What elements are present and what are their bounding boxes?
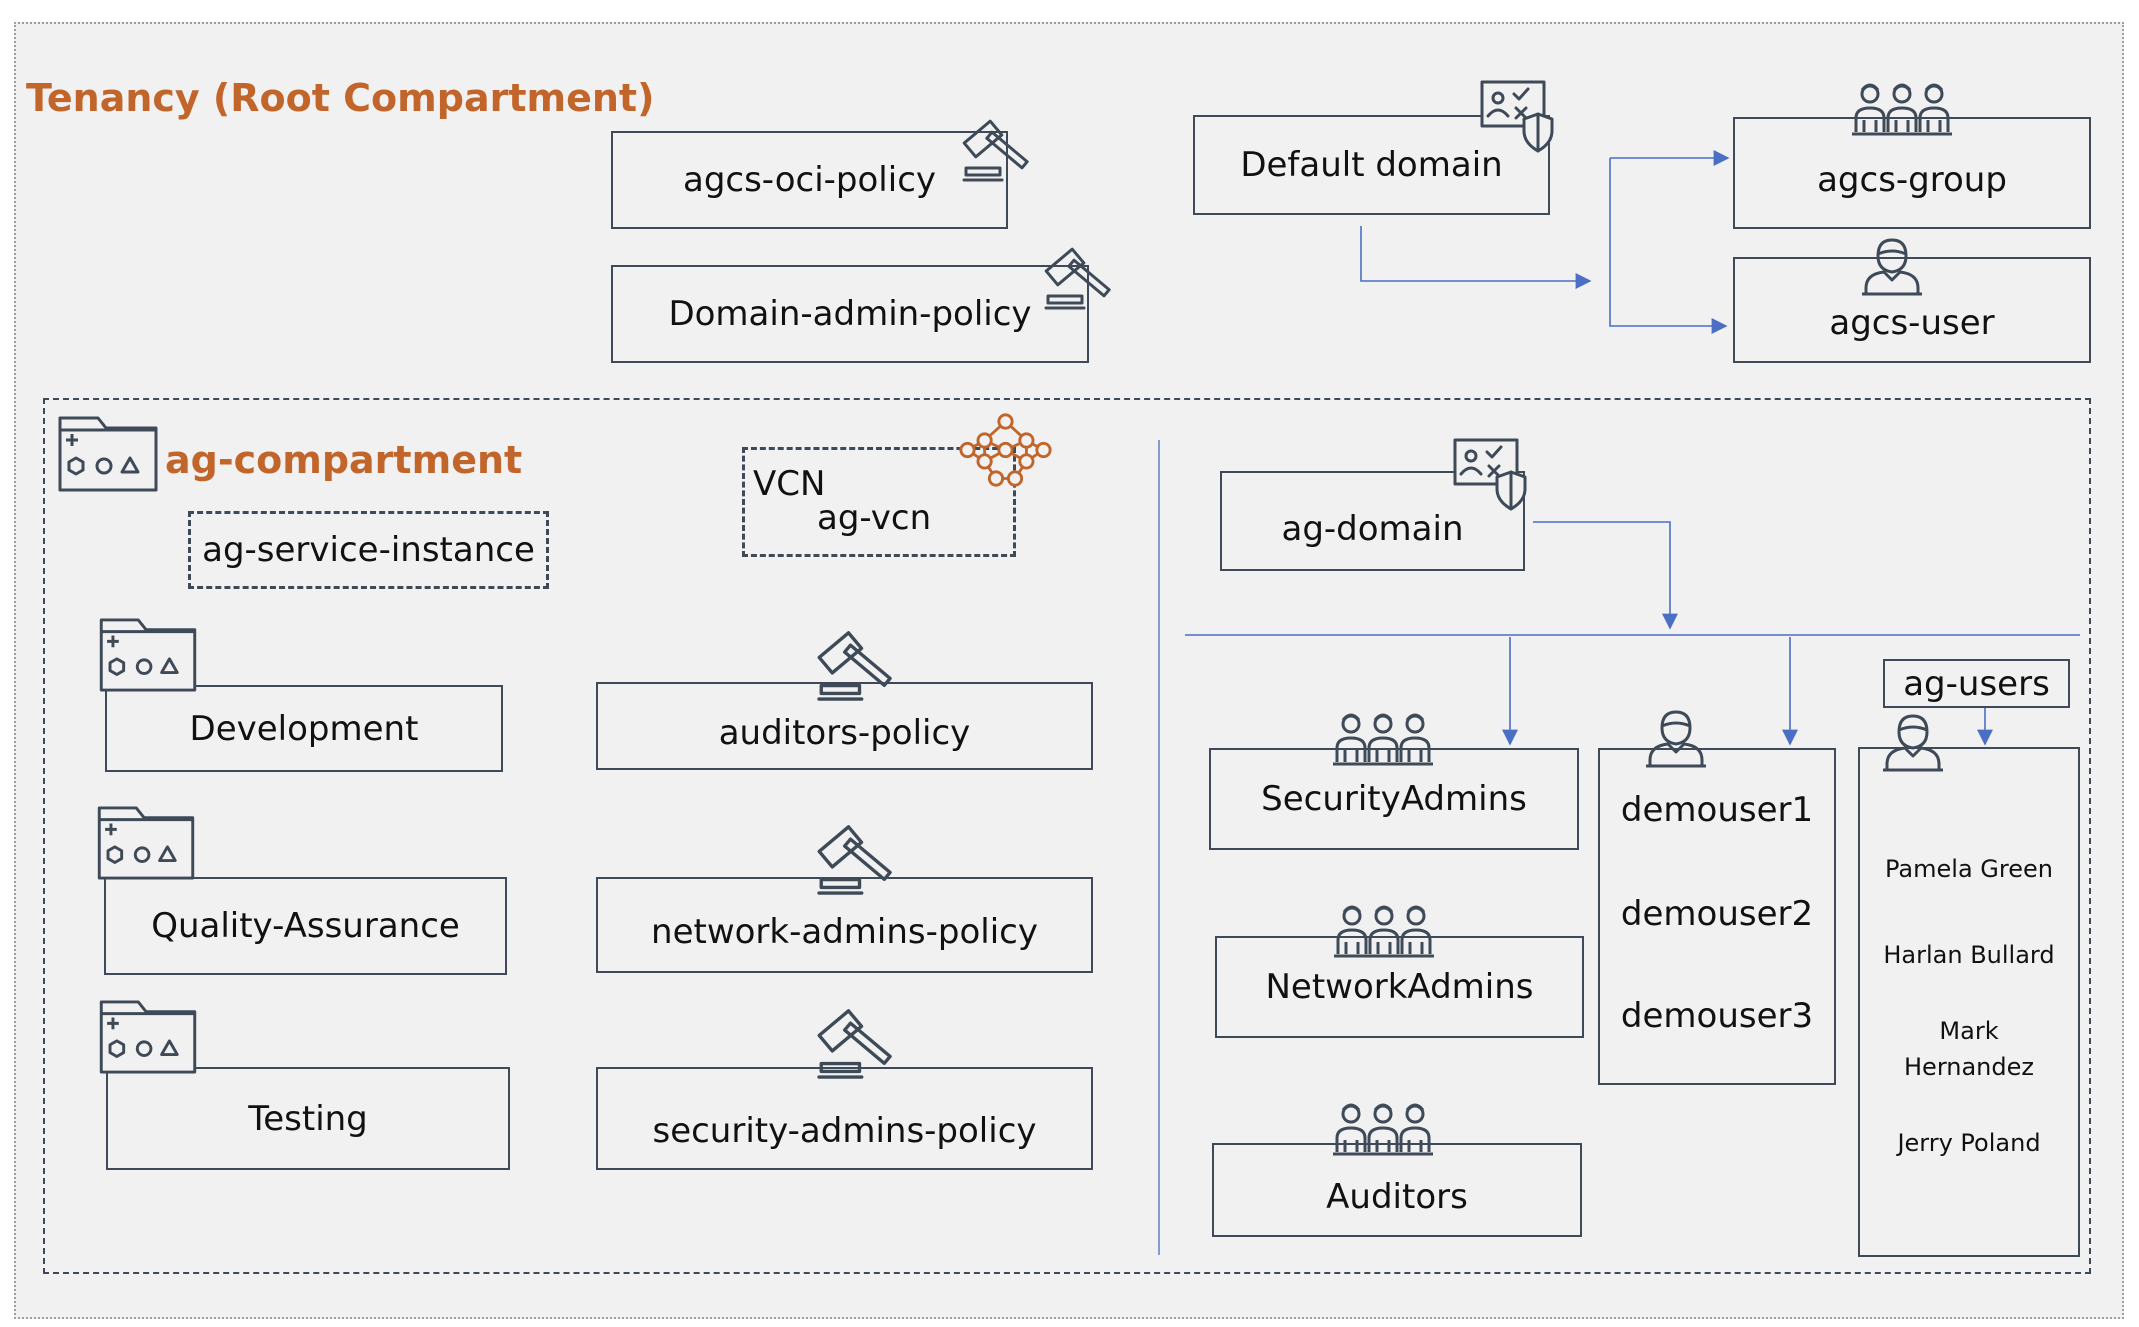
policy-box[interactable]: agcs-oci-policy [611, 131, 1008, 229]
user-icon [1646, 708, 1706, 768]
user-icon [1883, 712, 1943, 772]
gavel-icon [812, 618, 907, 708]
demo-users-box: demouser1 demouser2 demouser3 [1598, 748, 1836, 1085]
arrow-to-agcs-user [1609, 158, 1728, 334]
ag-users-box: Pamela Green Harlan Bullard Mark Hernand… [1858, 747, 2080, 1257]
arrow-ag-domain [1533, 521, 1678, 630]
arrow-domain-to-users [1360, 226, 1592, 289]
policy-label: Domain-admin-policy [668, 294, 1032, 334]
compartment-folder-icon [58, 416, 158, 492]
gavel-icon [812, 812, 907, 902]
group-label: NetworkAdmins [1265, 967, 1534, 1007]
default-domain-label: Default domain [1240, 145, 1503, 185]
compartment-folder-icon [99, 618, 197, 692]
service-instance-label: ag-service-instance [202, 530, 535, 570]
compartment-folder-icon [97, 806, 195, 880]
group-label: SecurityAdmins [1261, 779, 1527, 819]
agcs-group-box[interactable]: agcs-group [1733, 117, 2091, 229]
ag-domain-box[interactable]: ag-domain [1220, 471, 1525, 571]
compartment-folder-icon [99, 1000, 197, 1074]
ag-user-item[interactable]: Pamela Green [1885, 855, 2053, 883]
tenancy-container [14, 22, 2124, 1319]
sub-compartment-label: Development [189, 708, 419, 749]
ag-user-item[interactable]: Mark Hernandez [1904, 1017, 2034, 1081]
group-icon [1333, 1096, 1433, 1156]
vcn-type-label: VCN [753, 464, 826, 504]
group-label: Auditors [1326, 1177, 1468, 1217]
sub-compartment-label: Testing [248, 1098, 368, 1139]
demo-user-item[interactable]: demouser1 [1620, 790, 1814, 830]
group-box[interactable]: SecurityAdmins [1209, 748, 1579, 850]
service-instance-box[interactable]: ag-service-instance [188, 511, 549, 589]
sub-compartment-box[interactable]: Quality-Assurance [104, 877, 507, 975]
sub-compartment-box[interactable]: Testing [106, 1067, 510, 1170]
identity-domain-icon [1451, 436, 1531, 516]
policy-box[interactable]: Domain-admin-policy [611, 265, 1089, 363]
policy-label: auditors-policy [718, 713, 971, 753]
gavel-icon [960, 108, 1040, 188]
policy-box[interactable]: auditors-policy [596, 682, 1093, 770]
policy-label: agcs-oci-policy [682, 160, 937, 200]
user-icon [1862, 236, 1922, 296]
policy-label: network-admins-policy [651, 912, 1038, 952]
policy-box[interactable]: security-admins-policy [596, 1067, 1093, 1170]
agcs-group-label: agcs-group [1817, 160, 2007, 200]
gavel-icon [1042, 236, 1122, 316]
ag-domain-label: ag-domain [1281, 509, 1464, 549]
identity-domain-icon [1478, 78, 1558, 158]
group-box[interactable]: NetworkAdmins [1215, 936, 1584, 1038]
ag-compartment-container [43, 398, 2091, 1274]
ag-users-label: ag-users [1903, 663, 2050, 704]
group-icon [1334, 898, 1434, 958]
ag-user-item[interactable]: Harlan Bullard [1883, 941, 2055, 969]
demo-user-item[interactable]: demouser2 [1620, 894, 1814, 934]
gavel-icon [812, 996, 907, 1086]
agcs-user-box[interactable]: agcs-user [1733, 257, 2091, 363]
default-domain-box[interactable]: Default domain [1193, 115, 1550, 215]
group-box[interactable]: Auditors [1212, 1143, 1582, 1237]
compartment-title: ag-compartment [165, 438, 523, 482]
sub-compartment-box[interactable]: Development [105, 685, 503, 772]
group-icon [1333, 706, 1433, 766]
demo-user-item[interactable]: demouser3 [1620, 996, 1814, 1036]
tenancy-title: Tenancy (Root Compartment) [26, 76, 655, 120]
sub-compartment-label: Quality-Assurance [151, 906, 460, 946]
policy-label: security-admins-policy [652, 1110, 1037, 1151]
vcn-box[interactable]: VCN ag-vcn [742, 447, 1016, 557]
ag-users-label-box: ag-users [1883, 659, 2070, 708]
group-icon [1852, 76, 1952, 136]
agcs-user-label: agcs-user [1829, 303, 1995, 343]
vcn-name-label: ag-vcn [817, 498, 932, 538]
vcn-network-icon [958, 412, 1053, 488]
ag-user-item[interactable]: Jerry Poland [1897, 1129, 2041, 1157]
